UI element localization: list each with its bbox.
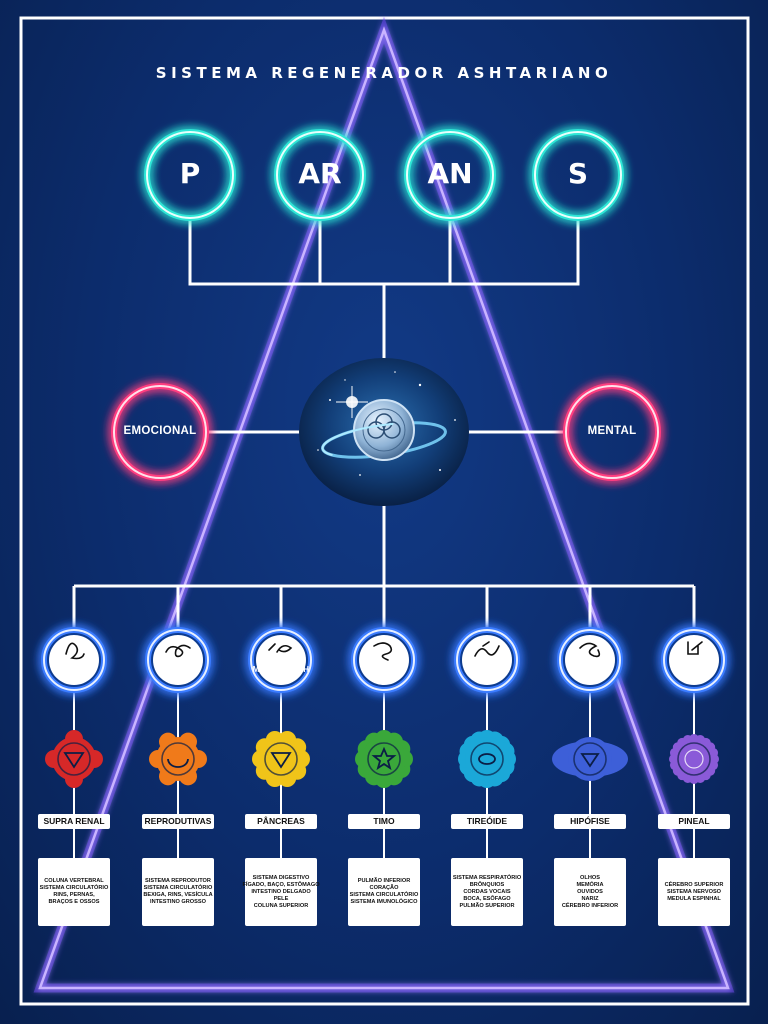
chakra-symbol-icon [458,730,516,788]
detail-line: MEDULA ESPINHAL [667,895,721,902]
chakra-symbol-icon [355,730,413,788]
chakra-name-label: LONAH [163,670,193,679]
detail-line: BOCA, ESÔFAGO [463,895,511,902]
organ-label-box: HIPÓFISE [554,814,626,829]
detail-line: COLUNA VERTEBRAL [44,878,104,884]
chakra-ring [661,627,727,693]
chakra-ring [557,627,623,693]
detail-line: SISTEMA CIRCULATÓRIO [39,885,109,891]
detail-line: NARIZ [581,895,599,902]
chakra-symbol-icon [45,730,103,788]
chakra-name-label: MINTEIR [366,670,402,679]
chakra-ring [351,627,417,693]
detail-line: CORAÇÃO [369,885,399,891]
chakra-rings [41,627,727,693]
chakra-symbol-icon [252,730,310,788]
chakra-ring [41,627,107,693]
detail-line: CÉREBRO SUPERIOR [664,881,724,888]
chakra-symbols [45,730,719,788]
organ-label-box: PINEAL [658,814,730,829]
organ-label-box: TIREÓIDE [451,814,523,829]
chakra-name-label: CON TEIX [569,665,611,674]
node-label-an: AN [427,157,473,190]
detail-line: MEMÓRIA [576,881,604,888]
detail-line: SISTEMA NERVOSO [666,888,722,895]
detail-line: SISTEMA REPRODUTOR [145,878,211,884]
organ-label-box: TIMO [348,814,420,829]
detail-line: PULMÃO INFERIOR [357,878,411,884]
chakra-name-label: ZIALUH [678,670,710,679]
detail-line: BEXIGA, RINS, VESÍCULA [143,892,213,898]
chakra-name-label: MISAH [60,670,88,679]
detail-line: OUVIDOS [577,888,603,895]
detail-line: SISTEMA CIRCULATÓRIO [143,885,213,891]
chakra-ring [145,627,211,693]
chakra-symbol-icon [149,732,207,786]
detail-line: FÍGADO, BAÇO, ESTÔMAGO [242,881,320,888]
detail-line: INTESTINO DELGADO [251,888,311,895]
chakra-name-label: PARSI KUL [464,665,510,674]
node-label-ar: AR [298,157,342,190]
chakra-name-label: MON DA SIAH [252,665,310,674]
middle-rings [111,383,661,481]
detail-line: COLUNA SUPERIOR [253,902,309,909]
detail-line: PELE [273,895,289,902]
central-emblem [299,358,469,506]
node-label-emocional: EMOCIONAL [123,425,197,437]
detail-line: SISTEMA RESPIRATÓRIO [452,874,522,881]
neon-triangle [33,16,735,993]
chakra-symbol-icon [552,737,628,781]
detail-line: CÉREBRO INFERIOR [561,902,619,909]
chakra-ring [248,627,314,693]
organ-label-box: PÂNCREAS [245,814,317,829]
detail-line: RINS, PERNAS, [53,892,95,898]
node-label-mental: MENTAL [587,425,637,437]
chakra-symbol-icon [669,734,719,784]
detail-line: PULMÃO SUPERIOR [459,902,515,909]
detail-line: SISTEMA CIRCULATÓRIO [349,892,419,898]
detail-line: CORDAS VOCAIS [463,888,511,895]
node-label-p: P [179,157,201,190]
detail-line: SISTEMA IMUNOLÓGICO [350,899,418,905]
detail-line: BRÔNQUIOS [469,881,505,888]
outer-frame [19,16,750,1006]
top-rings [144,129,624,221]
page-title: SISTEMA REGENERADOR ASHTARIANO [155,64,613,82]
organ-label-box: REPRODUTIVAS [142,814,214,829]
detail-line: BRAÇOS E OSSOS [48,899,100,905]
chakra-ring [454,627,520,693]
node-label-s: S [567,157,589,190]
detail-line: SISTEMA DIGESTIVO [252,874,310,881]
detail-line: OLHOS [580,874,600,881]
organ-label-box: SUPRA RENAL [38,814,110,829]
detail-line: INTESTINO GROSSO [150,899,206,905]
